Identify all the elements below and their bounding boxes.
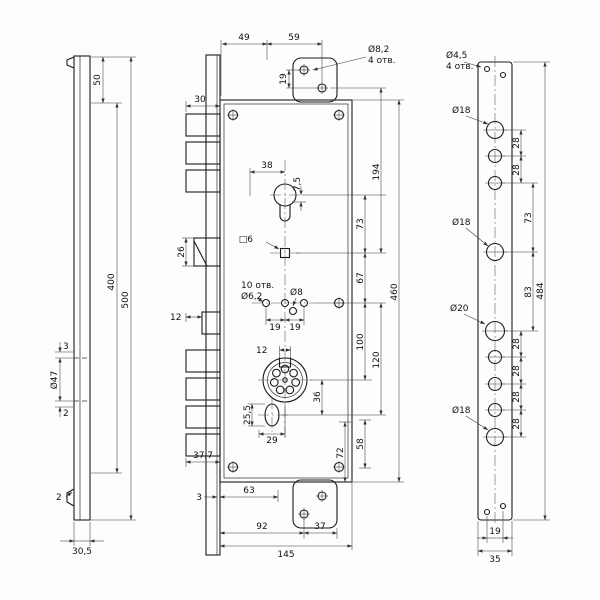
dim-72: 72 [336,447,346,458]
dim-diameter-8-2: Ø8,2 [368,44,389,55]
right-object-lines [477,56,513,526]
dim-37-7: 37,7 [193,451,213,461]
dim-26: 26 [177,246,187,258]
dim-3-bottom: 3 [196,493,202,503]
dim-73-right: 73 [524,212,534,223]
dim-100: 100 [356,333,366,350]
lock-case [219,99,353,483]
right-labels: Ø4,5 4 отв. Ø18 Ø18 Ø20 Ø18 28 28 28 28 … [446,50,546,565]
dim-7-5: 7,5 [293,177,303,191]
plate-holes [482,120,508,447]
dim-19-right: 19 [489,527,501,537]
dim-36: 36 [313,391,323,403]
center-dimensions [182,40,404,550]
dim-28b: 28 [512,164,522,176]
dim-28f: 28 [512,418,522,430]
dim-diameter-6-2: Ø6,2 [241,291,262,302]
bottom-mounting-flange [292,479,338,529]
faceplate-front [205,54,221,556]
dim-diameter-47: Ø47 [49,371,60,390]
dim-19b: 19 [289,323,301,333]
dim-145: 145 [277,550,294,560]
label-4-holes-right: 4 отв. [446,62,474,72]
lock-body-view: 49 59 19 Ø8,2 4 отв. 30 38 7,5 26 □6 10 … [170,33,404,560]
dim-49: 49 [238,33,250,43]
mount-hole [499,502,507,510]
dim-63: 63 [243,486,254,496]
dim-37: 37 [314,522,325,532]
top-hook [66,56,75,69]
dim-73: 73 [356,218,366,229]
strike-plate-view: Ø4,5 4 отв. Ø18 Ø18 Ø20 Ø18 28 28 28 28 … [446,50,550,565]
dim-diameter-4-5: Ø4,5 [446,50,467,61]
dim-19-flange: 19 [279,73,289,85]
dim-194: 194 [372,163,382,180]
dim-38: 38 [261,161,273,171]
center-object-lines [185,54,353,556]
dim-diameter-18c: Ø18 [452,405,471,416]
right-dimensions [463,61,550,556]
mount-hole [483,508,491,516]
dim-19a: 19 [269,323,281,333]
dim-25-5: 25,5 [243,405,253,425]
bottom-deadbolts [185,349,221,457]
left-view-labels: 50 400 500 Ø47 3 2 2 30,5 [49,74,131,557]
dim-diameter-18a: Ø18 [452,105,471,116]
dim-30: 30 [194,95,206,105]
dim-460: 460 [390,283,400,300]
left-view-object-lines [66,55,91,521]
dim-500: 500 [121,291,131,308]
dim-484: 484 [536,282,546,299]
dim-29: 29 [266,436,278,446]
dim-28a: 28 [512,137,522,149]
dim-120: 120 [372,351,382,368]
mount-hole [483,65,491,73]
dim-diameter-20: Ø20 [450,303,469,314]
dim-diameter-8: Ø8 [290,287,303,298]
dim-2b: 2 [56,493,62,503]
dim-400: 400 [107,273,117,290]
dim-30-5: 30,5 [72,547,92,557]
aux-bolt [201,311,221,335]
dim-59: 59 [288,33,300,43]
dim-92: 92 [256,522,267,532]
dim-28d: 28 [512,365,522,377]
dim-35: 35 [489,555,500,565]
dim-12-left: 12 [170,313,181,323]
dim-28c: 28 [512,338,522,350]
left-view-dimensions [55,56,136,546]
dim-83: 83 [524,286,534,297]
dim-58: 58 [356,438,366,450]
center-labels: 49 59 19 Ø8,2 4 отв. 30 38 7,5 26 □6 10 … [170,33,400,560]
dim-12-gear: 12 [256,346,267,356]
mount-hole [499,71,507,79]
dim-3: 3 [63,342,69,352]
left-side-view: 50 400 500 Ø47 3 2 2 30,5 [49,55,136,557]
dim-square-6: □6 [239,235,254,245]
dim-28e: 28 [512,391,522,403]
bottom-hook [66,488,75,507]
label-10-holes: 10 отв. [241,281,274,291]
dim-67: 67 [356,272,366,283]
top-mounting-flange [292,57,338,103]
latch-bolt [193,237,221,267]
dim-2a: 2 [63,409,69,419]
dim-diameter-18b: Ø18 [452,217,471,228]
label-4-holes: 4 отв. [368,56,396,66]
top-deadbolts [185,113,221,193]
dim-50: 50 [93,74,103,86]
centerlines [252,160,316,440]
faceplate-side-outline [73,55,91,521]
